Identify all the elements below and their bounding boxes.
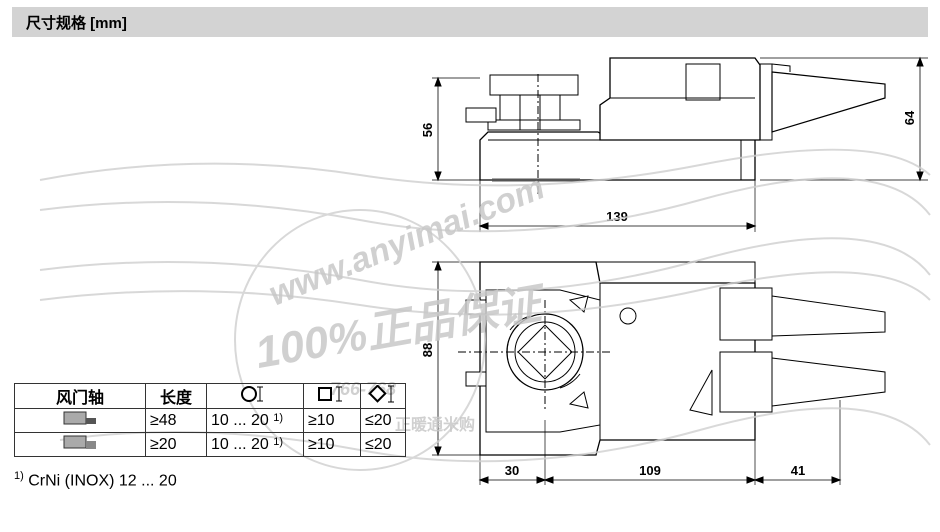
row2-length: ≥20 [145, 432, 207, 457]
row1-round: 10 ... 20 1) [206, 408, 304, 433]
dim-41-label: 41 [791, 463, 805, 478]
table-row: ≥20 10 ... 20 1) ≥10 ≤20 [14, 432, 406, 457]
footnote: 1) CrNi (INOX) 12 ... 20 [14, 470, 177, 490]
dim-56-label: 56 [420, 123, 435, 137]
side-view [432, 56, 928, 232]
short-shaft-icon [14, 432, 146, 457]
section-title: 尺寸规格 [mm] [26, 14, 127, 32]
shaft-header: 风门轴 [14, 383, 146, 409]
round-shaft-icon [206, 383, 304, 409]
diamond-shaft-icon [360, 383, 406, 409]
footnote-text: CrNi (INOX) 12 ... 20 [28, 472, 177, 490]
section-header: 尺寸规格 [mm] [12, 7, 928, 37]
row1-diamond: ≤20 [360, 408, 406, 433]
row2-diamond: ≤20 [360, 432, 406, 457]
footnote-marker: 1) [14, 470, 24, 482]
long-shaft-icon [14, 408, 146, 433]
top-view [432, 260, 886, 485]
dim-109-label: 109 [639, 463, 661, 478]
row2-round: 10 ... 20 1) [206, 432, 304, 457]
row1-square: ≥10 [303, 408, 361, 433]
length-header: 长度 [145, 383, 207, 409]
row1-length: ≥48 [145, 408, 207, 433]
dim-64-label: 64 [902, 110, 917, 125]
shaft-spec-table: 风门轴 长度 ≥48 10 ... 20 1) ≥10 ≤20 ≥20 10 .… [14, 383, 406, 457]
table-row: ≥48 10 ... 20 1) ≥10 ≤20 [14, 408, 406, 433]
dim-88-label: 88 [420, 343, 435, 357]
dim-139-label: 139 [606, 209, 628, 224]
square-shaft-icon [303, 383, 361, 409]
dim-30-label: 30 [505, 463, 519, 478]
table-header-row: 风门轴 长度 [14, 383, 406, 409]
row2-square: ≥10 [303, 432, 361, 457]
